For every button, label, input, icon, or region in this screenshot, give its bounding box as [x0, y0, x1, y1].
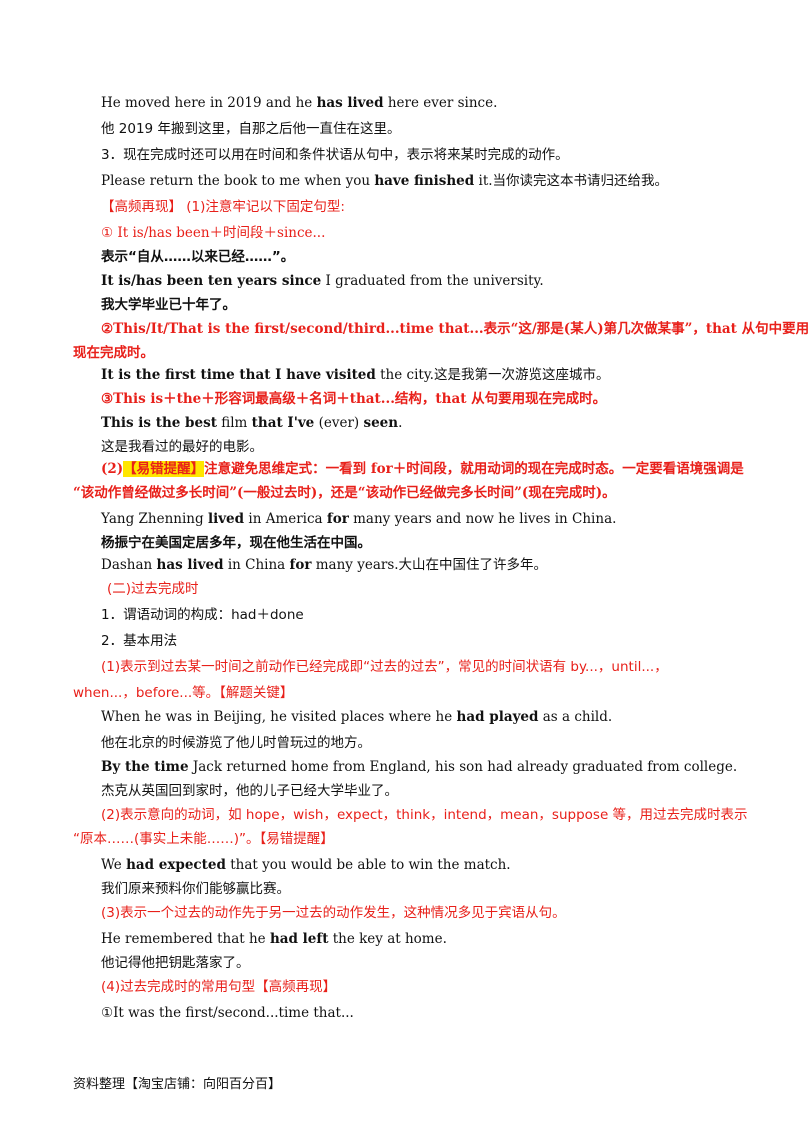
text-line-highlight: (1)表示到过去某一时间之前动作已经完成即“过去的过去”，常见的时间状语有 by… [101, 659, 668, 675]
text-line: He moved here in 2019 and he has lived h… [101, 95, 498, 111]
text-line: It is/has been ten years since I graduat… [101, 273, 544, 289]
section-heading: (二)过去完成时 [107, 581, 199, 597]
text-line-highlight: ③This is＋the＋形容词最高级＋名词＋that...结构，that 从句… [101, 391, 607, 407]
text-line: 表示“自从……以来已经……”。 [101, 249, 295, 265]
text-line-highlight: 现在完成时。 [73, 345, 154, 361]
text-line-highlight: 【高频再现】 (1)注意牢记以下固定句型: [101, 199, 345, 215]
text-line: We had expected that you would be able t… [101, 857, 511, 873]
text-line: 1．谓语动词的构成：had＋done [101, 607, 304, 623]
text-line: He remembered that he had left the key a… [101, 931, 447, 947]
page-footer: 资料整理【淘宝店铺：向阳百分百】 [73, 1077, 282, 1092]
text-line: 3．现在完成时还可以用在时间和条件状语从句中，表示将来某时完成的动作。 [101, 147, 569, 163]
text-line: 2．基本用法 [101, 633, 178, 649]
text-line: By the time Jack returned home from Engl… [101, 759, 738, 775]
text-line-highlight: (4)过去完成时的常用句型【高频再现】 [101, 979, 337, 995]
text-line: 他在北京的时候游览了他儿时曾玩过的地方。 [101, 735, 371, 751]
text-line-highlight: “该动作曾经做过多长时间”(一般过去时)，还是“该动作已经做完多长时间”(现在完… [73, 485, 616, 501]
text-line: 这是我看过的最好的电影。 [101, 439, 263, 455]
text-line: ①It was the first/second...time that... [101, 1005, 354, 1021]
text-line-highlight: ②This/It/That is the first/second/third.… [101, 321, 809, 337]
text-line-highlight: (2)表示意向的动词，如 hope，wish，expect，think，inte… [101, 807, 748, 823]
text-line: 我大学毕业已十年了。 [101, 297, 236, 313]
text-line-highlight: “原本……(事实上未能……)”。【易错提醒】 [73, 831, 334, 847]
text-line: 杰克从英国回到家时，他的儿子已经大学毕业了。 [101, 783, 398, 799]
text-line: 他记得他把钥匙落家了。 [101, 955, 250, 971]
text-line: Dashan has lived in China for many years… [101, 557, 548, 573]
text-line: Yang Zhenning lived in America for many … [101, 511, 617, 527]
text-line: It is the first time that I have visited… [101, 367, 610, 383]
text-line: Please return the book to me when you ha… [101, 173, 669, 189]
text-line: This is the best film that I've (ever) s… [101, 415, 403, 431]
text-line-highlight: (3)表示一个过去的动作先于另一过去的动作发生，这种情况多见于宾语从句。 [101, 905, 566, 921]
text-line: When he was in Beijing, he visited place… [101, 709, 613, 725]
text-line: 我们原来预料你们能够赢比赛。 [101, 881, 290, 897]
text-line: 他 2019 年搬到这里，自那之后他一直住在这里。 [101, 121, 401, 137]
text-line-highlight: ① It is/has been＋时间段＋since... [101, 225, 326, 241]
text-line-highlight: (2)【易错提醒】注意避免思维定式：一看到 for＋时间段，就用动词的现在完成时… [101, 461, 744, 477]
text-line: 杨振宁在美国定居多年，现在他生活在中国。 [101, 535, 371, 551]
text-line-highlight: when...，before...等。【解题关键】 [73, 685, 294, 701]
